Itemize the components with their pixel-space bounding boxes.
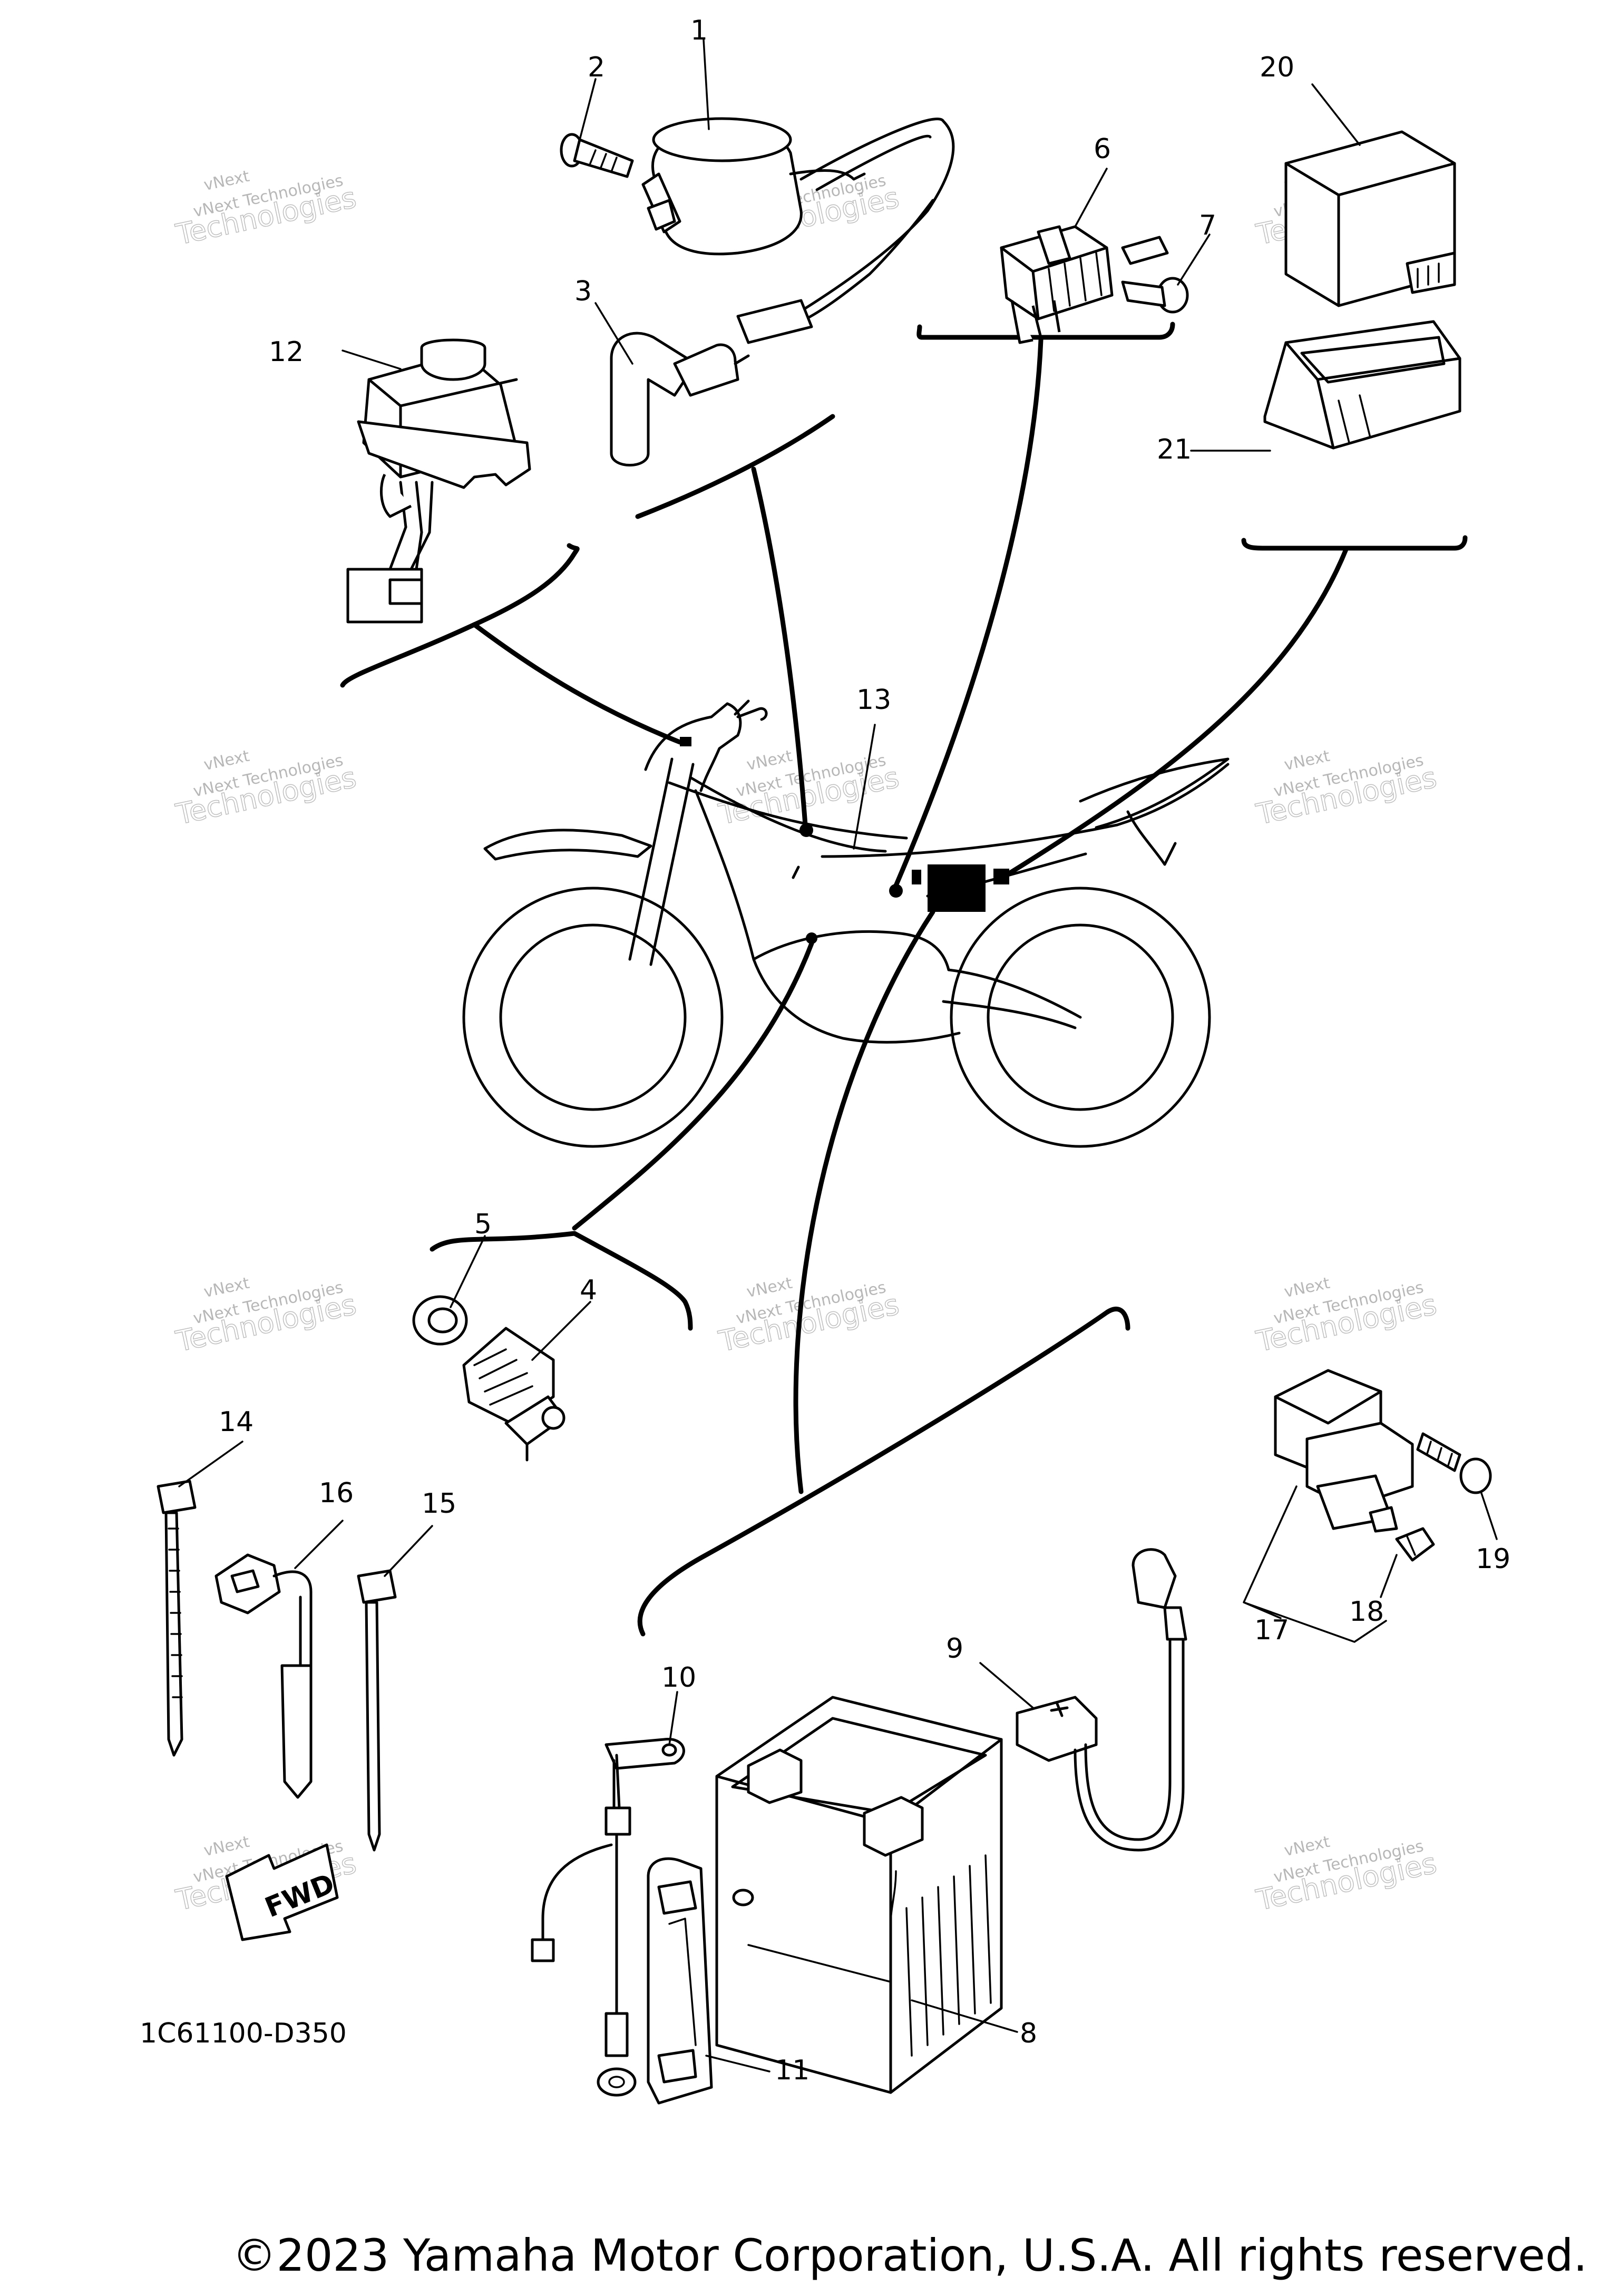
bracket-20 [1241,535,1468,551]
watermarks: vNext vNext Technologies Technologies vN… [172,167,1440,1918]
watermark-top-text: vNext [202,167,251,195]
fuse-18-part [1395,1527,1435,1562]
diagram-code: 1C61100-D350 [140,2018,347,2049]
callout-21: 21 [1157,434,1192,465]
watermark-top-text: vNext [1283,1274,1332,1302]
rear-fender [1079,757,1230,829]
bracket-12 [340,543,580,688]
front-fender [483,829,652,861]
location-dot-rectifier [889,884,903,898]
callout-1: 1 [690,15,708,46]
watermark-top-text: vNext [202,747,251,775]
callout-8: 8 [1020,2018,1037,2049]
harness-13-clip [792,865,800,879]
front-wheel-inner [499,923,687,1111]
callout-16: 16 [319,1477,354,1509]
watermark-top-text: vNext [745,747,794,775]
switch-12-part [346,338,531,624]
callouts: 1 2 3 4 5 6 7 8 9 10 11 12 13 14 15 16 1… [219,15,1510,2086]
rectifier-6-part [1000,225,1114,344]
callout-12: 12 [269,336,304,368]
callout-13: 13 [856,684,891,716]
seat-line [821,763,1230,858]
harness-13 [689,776,887,853]
handlebar-grip [734,699,768,721]
frame-down-tube [694,789,845,1040]
spark-plug-cap-part [610,332,750,466]
watermark-top-text: vNext [1283,747,1332,775]
battery-8-part [715,1696,1003,2094]
callout-18: 18 [1349,1596,1384,1628]
leader-5 [572,941,814,1231]
positive-lead-9-part [1016,1548,1187,1852]
bracket-8 [637,1307,1130,1637]
watermark-top-text: vNext [202,1833,251,1861]
location-dot-switch [680,737,691,746]
leader-12 [472,622,682,745]
callout-leaders [178,38,1498,2073]
bolt-19-part [1416,1432,1492,1494]
callout-17: 17 [1254,1614,1289,1646]
bracket-6 [916,322,1175,340]
rear-wheel-outer [950,887,1211,1148]
callout-14: 14 [219,1406,253,1438]
fuel-tank-line [668,781,908,840]
battery-band-11-part [647,1857,713,2105]
callout-20: 20 [1260,52,1294,83]
connector-marker-left [912,870,921,884]
callout-4: 4 [580,1275,597,1306]
callout-10: 10 [661,1662,696,1694]
front-wheel-outer [462,887,724,1148]
swing-arm [942,968,1082,1029]
bracket-5 [430,1231,693,1331]
location-leaders [340,322,1468,1637]
leader-3 [751,466,808,828]
front-fork [628,757,695,966]
watermark-mid-left: vNext vNext Technologies Technologies [172,747,359,832]
location-dot-neutral-switch [806,932,817,944]
cdi-unit-20-part [1284,130,1456,307]
bolt-7-part [1121,236,1189,314]
engine-outline [752,930,961,1044]
leader-20 [1004,546,1349,878]
watermark-top-text: vNext [1283,1833,1332,1861]
cable-tie-15-part [357,1569,397,1852]
neutral-switch-4-part [462,1327,565,1462]
watermark-bottom-right: vNext vNext Technologies Technologies [1253,1833,1440,1918]
bracket-3 [635,414,835,519]
rear-wheel-inner [987,923,1174,1111]
watermark-top-text: vNext [745,1274,794,1302]
callout-11: 11 [775,2055,810,2086]
copyright-notice: ©2023 Yamaha Motor Corporation, U.S.A. A… [232,2230,1587,2281]
cable-tie-14-part [157,1480,197,1757]
callout-15: 15 [422,1488,456,1520]
callout-5: 5 [474,1209,492,1240]
callout-7: 7 [1199,210,1216,241]
watermark-top-text: vNext [202,1274,251,1302]
watermark-lower-left: vNext vNext Technologies Technologies [172,1274,359,1359]
callout-9: 9 [946,1633,963,1665]
cdi-cover-21-part [1263,320,1461,450]
watermark-top-left: vNext vNext Technologies Technologies [172,167,359,252]
callout-19: 19 [1476,1543,1510,1575]
screw-2-part [560,133,634,178]
ignition-coil-part [641,117,955,344]
battery-location-marker [928,864,986,912]
watermark-lower-right: vNext vNext Technologies Technologies [1253,1274,1440,1359]
leader-6 [893,337,1043,888]
negative-lead-10-part [531,1738,685,2097]
leader-8 [793,909,935,1494]
washer-5-part [412,1295,468,1346]
connector-16-part [214,1553,313,1799]
relay-17-part [1274,1369,1414,1533]
watermark-mid-right: vNext vNext Technologies Technologies [1253,747,1440,832]
callout-2: 2 [588,52,605,83]
callout-6: 6 [1094,133,1111,165]
callout-3: 3 [574,276,592,307]
side-cover [1126,810,1177,866]
motorcycle-outline [462,699,1230,1148]
